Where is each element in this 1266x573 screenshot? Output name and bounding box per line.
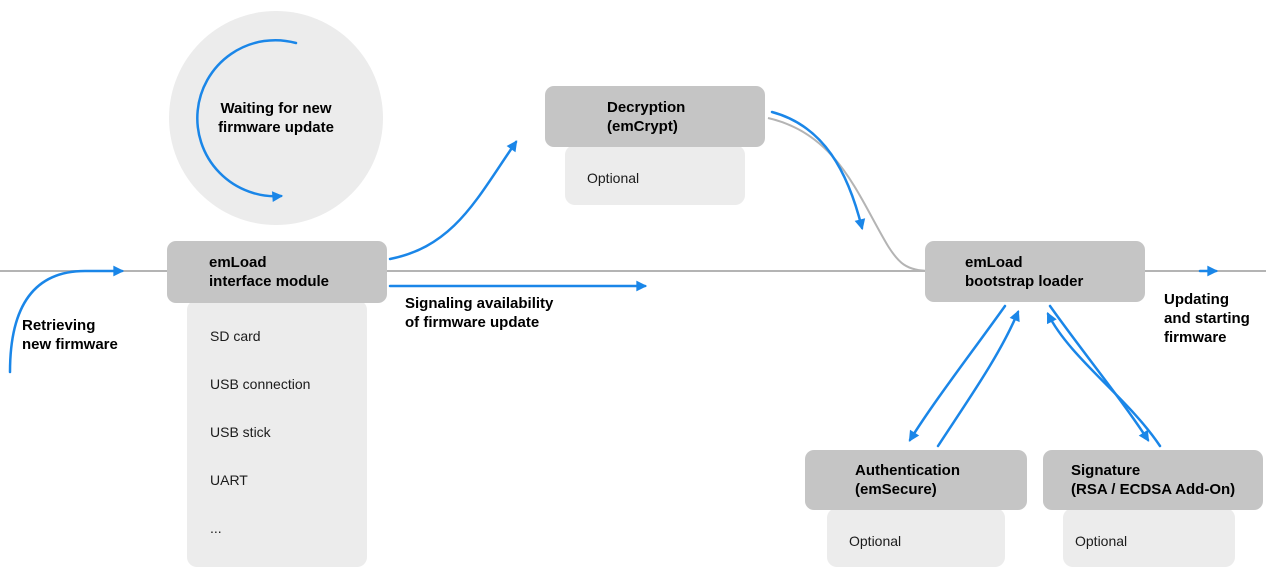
waiting-loop-circle xyxy=(169,11,383,225)
list-item: ... xyxy=(210,520,222,536)
optional-tag: Optional xyxy=(849,533,902,549)
node-decryption: Decryption (emCrypt) xyxy=(545,86,765,147)
list-item: SD card xyxy=(210,328,261,344)
updating-label: Updating and starting firmware xyxy=(1164,291,1250,346)
node-bootstrap-loader: emLoad bootstrap loader xyxy=(925,241,1145,302)
to-decryption-arrow xyxy=(388,140,518,261)
to-signature-arrow xyxy=(1048,304,1150,442)
from-signature-arrow xyxy=(1046,312,1162,448)
optional-tag: Optional xyxy=(587,170,640,186)
signaling-label: Signaling availability of firmware updat… xyxy=(405,295,554,331)
from-authentication-arrow xyxy=(936,310,1020,448)
decryption-optional-panel: Optional xyxy=(565,145,745,205)
decryption-return-connector xyxy=(767,117,931,272)
node-authentication: Authentication (emSecure) xyxy=(805,450,1027,510)
interface-module-items: SD card USB connection USB stick UART ..… xyxy=(187,300,367,552)
authentication-optional-panel: Optional xyxy=(827,508,1005,567)
node-interface-module: emLoad interface module xyxy=(167,241,387,303)
retrieving-firmware-arrow xyxy=(8,265,125,374)
waiting-loop-arrow-icon xyxy=(196,38,298,203)
optional-tag: Optional xyxy=(1075,533,1128,549)
list-item: USB stick xyxy=(210,424,271,440)
list-item: UART xyxy=(210,472,248,488)
waiting-loop-label: Waiting for new firmware update xyxy=(218,100,334,136)
interface-module-items-panel: SD card USB connection USB stick UART ..… xyxy=(187,300,367,567)
to-authentication-arrow xyxy=(908,304,1007,442)
list-item: USB connection xyxy=(210,376,311,392)
node-signature: Signature (RSA / ECDSA Add-On) xyxy=(1043,450,1263,510)
retrieving-label: Retrieving new firmware xyxy=(22,317,118,353)
signature-optional-panel: Optional xyxy=(1063,508,1235,567)
from-decryption-arrow xyxy=(770,110,866,231)
